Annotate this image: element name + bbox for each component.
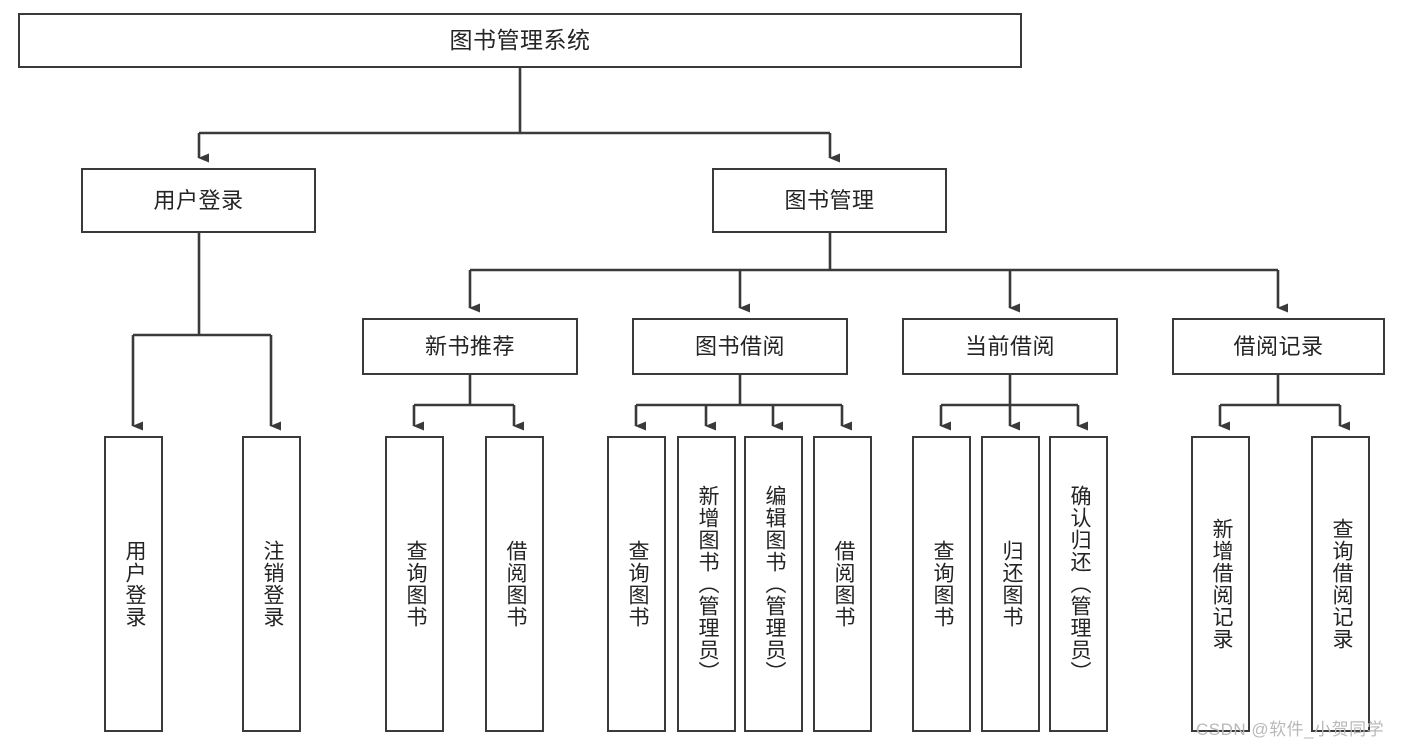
leaf-current-borrow-return-book[interactable]: 归还图书 — [981, 436, 1040, 732]
node-current-borrowing[interactable]: 当前借阅 — [902, 318, 1118, 375]
connector-bookborrow-to-leaves — [634, 375, 852, 431]
node-label: 查询借阅记录 — [1329, 518, 1353, 650]
leaf-user-login-login[interactable]: 用户登录 — [104, 436, 163, 732]
leaf-book-borrow-add-book-admin[interactable]: 新增图书（管理员） — [677, 436, 736, 732]
leaf-book-borrow-query-book[interactable]: 查询图书 — [607, 436, 666, 732]
connector-bookmgmt-to-level3 — [468, 233, 1288, 313]
node-new-book-recommendation[interactable]: 新书推荐 — [362, 318, 578, 375]
leaf-book-borrow-borrow-book[interactable]: 借阅图书 — [813, 436, 872, 732]
node-label: 查询图书 — [403, 540, 427, 628]
connector-newbook-to-leaves — [412, 375, 524, 431]
node-label: 查询图书 — [625, 540, 649, 628]
node-label: 图书管理系统 — [449, 27, 591, 54]
node-root-book-management-system[interactable]: 图书管理系统 — [18, 13, 1022, 68]
node-label: 用户登录 — [153, 187, 244, 213]
leaf-borrow-record-query-record[interactable]: 查询借阅记录 — [1311, 436, 1370, 732]
leaf-current-borrow-query-book[interactable]: 查询图书 — [912, 436, 971, 732]
node-label: 归还图书 — [999, 540, 1023, 628]
connector-currentborrow-to-leaves — [939, 375, 1088, 431]
connector-borrowrecord-to-leaves — [1218, 375, 1350, 431]
leaf-new-book-query-book[interactable]: 查询图书 — [385, 436, 444, 732]
node-label: 新书推荐 — [424, 333, 515, 359]
leaf-current-borrow-confirm-return-admin[interactable]: 确认归还（管理员） — [1049, 436, 1108, 732]
leaf-borrow-record-add-record[interactable]: 新增借阅记录 — [1191, 436, 1250, 732]
node-user-login[interactable]: 用户登录 — [81, 168, 316, 233]
node-label: 借阅图书 — [831, 540, 855, 628]
leaf-new-book-borrow-book[interactable]: 借阅图书 — [485, 436, 544, 732]
node-label: 当前借阅 — [964, 333, 1055, 359]
node-label: 确认归还（管理员） — [1067, 485, 1091, 683]
node-label: 注销登录 — [260, 540, 284, 628]
node-label: 用户登录 — [122, 540, 146, 628]
node-label: 图书借阅 — [694, 333, 785, 359]
leaf-user-login-logout[interactable]: 注销登录 — [242, 436, 301, 732]
connector-userlogin-to-leaves — [131, 233, 281, 431]
leaf-book-borrow-edit-book-admin[interactable]: 编辑图书（管理员） — [744, 436, 803, 732]
node-label: 新增借阅记录 — [1209, 518, 1233, 650]
node-book-borrowing[interactable]: 图书借阅 — [632, 318, 848, 375]
node-label: 图书管理 — [784, 187, 875, 213]
node-label: 编辑图书（管理员） — [762, 485, 786, 683]
node-label: 借阅记录 — [1233, 333, 1324, 359]
node-label: 借阅图书 — [503, 540, 527, 628]
connector-root-to-level2 — [197, 68, 840, 163]
node-book-management[interactable]: 图书管理 — [712, 168, 947, 233]
node-borrowing-record[interactable]: 借阅记录 — [1172, 318, 1385, 375]
node-label: 新增图书（管理员） — [695, 485, 719, 683]
node-label: 查询图书 — [930, 540, 954, 628]
